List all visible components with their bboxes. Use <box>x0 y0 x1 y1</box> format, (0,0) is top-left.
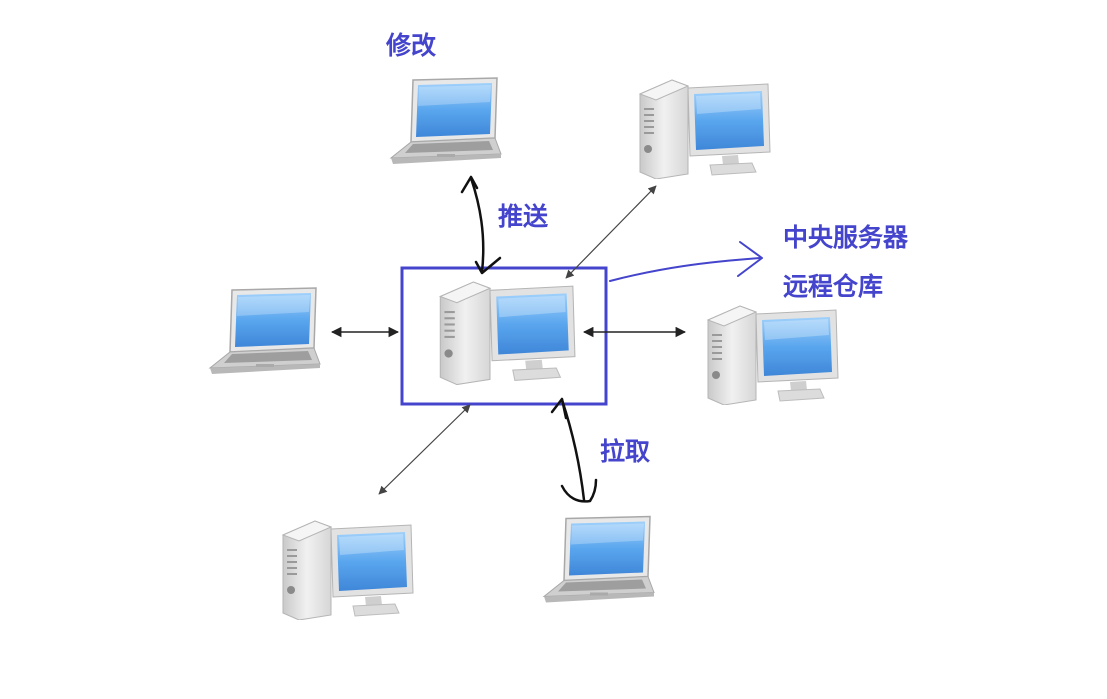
arrow-pull-hand-drawn <box>550 397 598 503</box>
laptop-left-icon <box>209 287 321 375</box>
label-central-server: 中央服务器 <box>783 223 909 252</box>
label-modify: 修改 <box>386 31 437 60</box>
annotation-arrow <box>609 241 763 282</box>
desktop-right-icon <box>707 305 839 405</box>
arrow-bottom-left <box>378 404 471 495</box>
desktop-bottom-left-icon <box>282 520 414 620</box>
label-pull: 拉取 <box>600 437 651 466</box>
laptop-bottom-right-icon <box>543 515 655 604</box>
desktop-top-right-icon <box>639 79 771 179</box>
desktop-center-icon <box>439 281 576 385</box>
label-remote-repo: 远程仓库 <box>783 272 884 301</box>
arrow-top-right <box>565 185 657 279</box>
label-push: 推送 <box>498 202 549 231</box>
laptop-top-icon <box>390 77 502 165</box>
arrow-push-hand-drawn <box>460 175 502 275</box>
